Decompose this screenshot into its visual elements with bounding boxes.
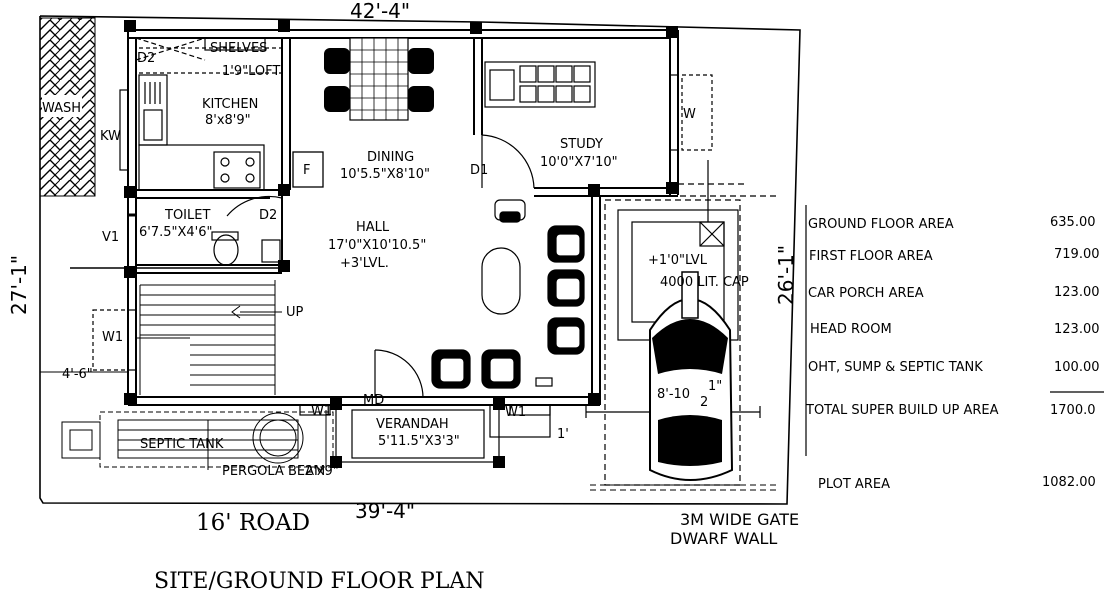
toilet-fixtures [70,195,283,269]
label-kw: KW [100,129,121,144]
area-row-value: 123.00 [1054,322,1100,337]
dim-left: 27'-1" [7,255,31,315]
label-dining: DINING [367,150,414,165]
label-hall: HALL [356,220,390,235]
kitchen-fixtures [135,37,282,191]
label-w1-mid: W1 [311,404,332,419]
main-door [374,349,424,398]
road-label: 16' ROAD [196,510,310,536]
area-row-label: TOTAL SUPER BUILD UP AREA [805,403,999,418]
label-w1-left: W1 [102,330,123,345]
label-w-right: W [683,107,696,122]
plot-area-value: 1082.00 [1042,475,1096,490]
label-up: UP [286,305,304,320]
gate-line2: DWARF WALL [670,529,777,548]
label-d2-top: D2 [137,51,155,66]
dim-top: 42'-4" [350,0,410,23]
label-dining-size: 10'5.5"X8'10" [340,167,430,182]
hall-furniture [431,199,585,389]
verandah [335,404,551,463]
dining-set [324,37,434,121]
area-row-value: 1700.0 [1050,403,1096,418]
label-wash: WASH [42,101,81,116]
staircase [136,280,282,395]
area-row-label: FIRST FLOOR AREA [809,249,933,264]
label-fridge: F [303,163,310,178]
label-toilet-size: 6'7.5"X4'6" [139,225,213,240]
label-septic: SEPTIC TANK [140,437,224,452]
dim-verandah-small: 1' [557,427,569,442]
fridge [292,151,324,188]
label-study-size: 10'0"X7'10" [540,155,618,170]
area-row-value: 635.00 [1050,215,1096,230]
label-pergola: PERGOLA BEAM [222,464,325,479]
area-table-rules [805,205,1104,456]
area-row-label: HEAD ROOM [810,322,892,337]
label-d2-toilet: D2 [259,208,277,223]
label-pergola-size: 2'x9" [305,464,339,479]
car-porch [585,160,780,486]
label-shelves: SHELVES [210,41,267,56]
area-row-label: GROUND FLOOR AREA [808,217,954,232]
dim-left-offset: 4'-6" [62,367,93,382]
label-sump-level: +1'0"LVL [648,253,708,268]
area-table: GROUND FLOOR AREA 635.00 FIRST FLOOR ARE… [805,215,1100,492]
dim-bottom: 39'-4" [355,499,415,523]
gate-line1: 3M WIDE GATE [680,510,799,529]
label-loft: 1'9"LOFT [222,64,280,79]
dim-porch-frac2: 2 [700,395,708,410]
label-verandah-size: 5'11.5"X3'3" [378,434,460,449]
car-icon [649,271,734,481]
label-w1-right: W1 [505,405,526,420]
dim-right: 26'-1" [774,245,798,305]
label-toilet: TOILET [164,208,210,223]
study-furniture [481,61,713,189]
label-d1: D1 [470,163,488,178]
plot-area-label: PLOT AREA [818,477,890,492]
pergola-septic [61,410,334,470]
area-row-label: OHT, SUMP & SEPTIC TANK [808,360,983,375]
label-hall-size: 17'0"X10'10.5" [328,238,426,253]
area-row-value: 719.00 [1054,247,1100,262]
label-verandah: VERANDAH [376,417,449,432]
area-row-label: CAR PORCH AREA [808,286,924,301]
label-kitchen-size: 8'x8'9" [205,113,251,128]
plan-title: SITE/GROUND FLOOR PLAN [154,569,485,594]
dimension-lines [39,366,128,378]
dim-porch: 8'-10 [657,387,690,402]
label-v1: V1 [102,230,119,245]
label-md: MD [363,393,384,408]
label-hall-level: +3'LVL. [340,256,389,271]
area-row-value: 100.00 [1054,360,1100,375]
dim-porch-frac: 1" [708,379,722,394]
label-kitchen: KITCHEN [202,97,258,112]
area-row-value: 123.00 [1054,285,1100,300]
label-study: STUDY [560,137,603,152]
label-sump-note: 4000 LIT. CAP [660,275,749,290]
